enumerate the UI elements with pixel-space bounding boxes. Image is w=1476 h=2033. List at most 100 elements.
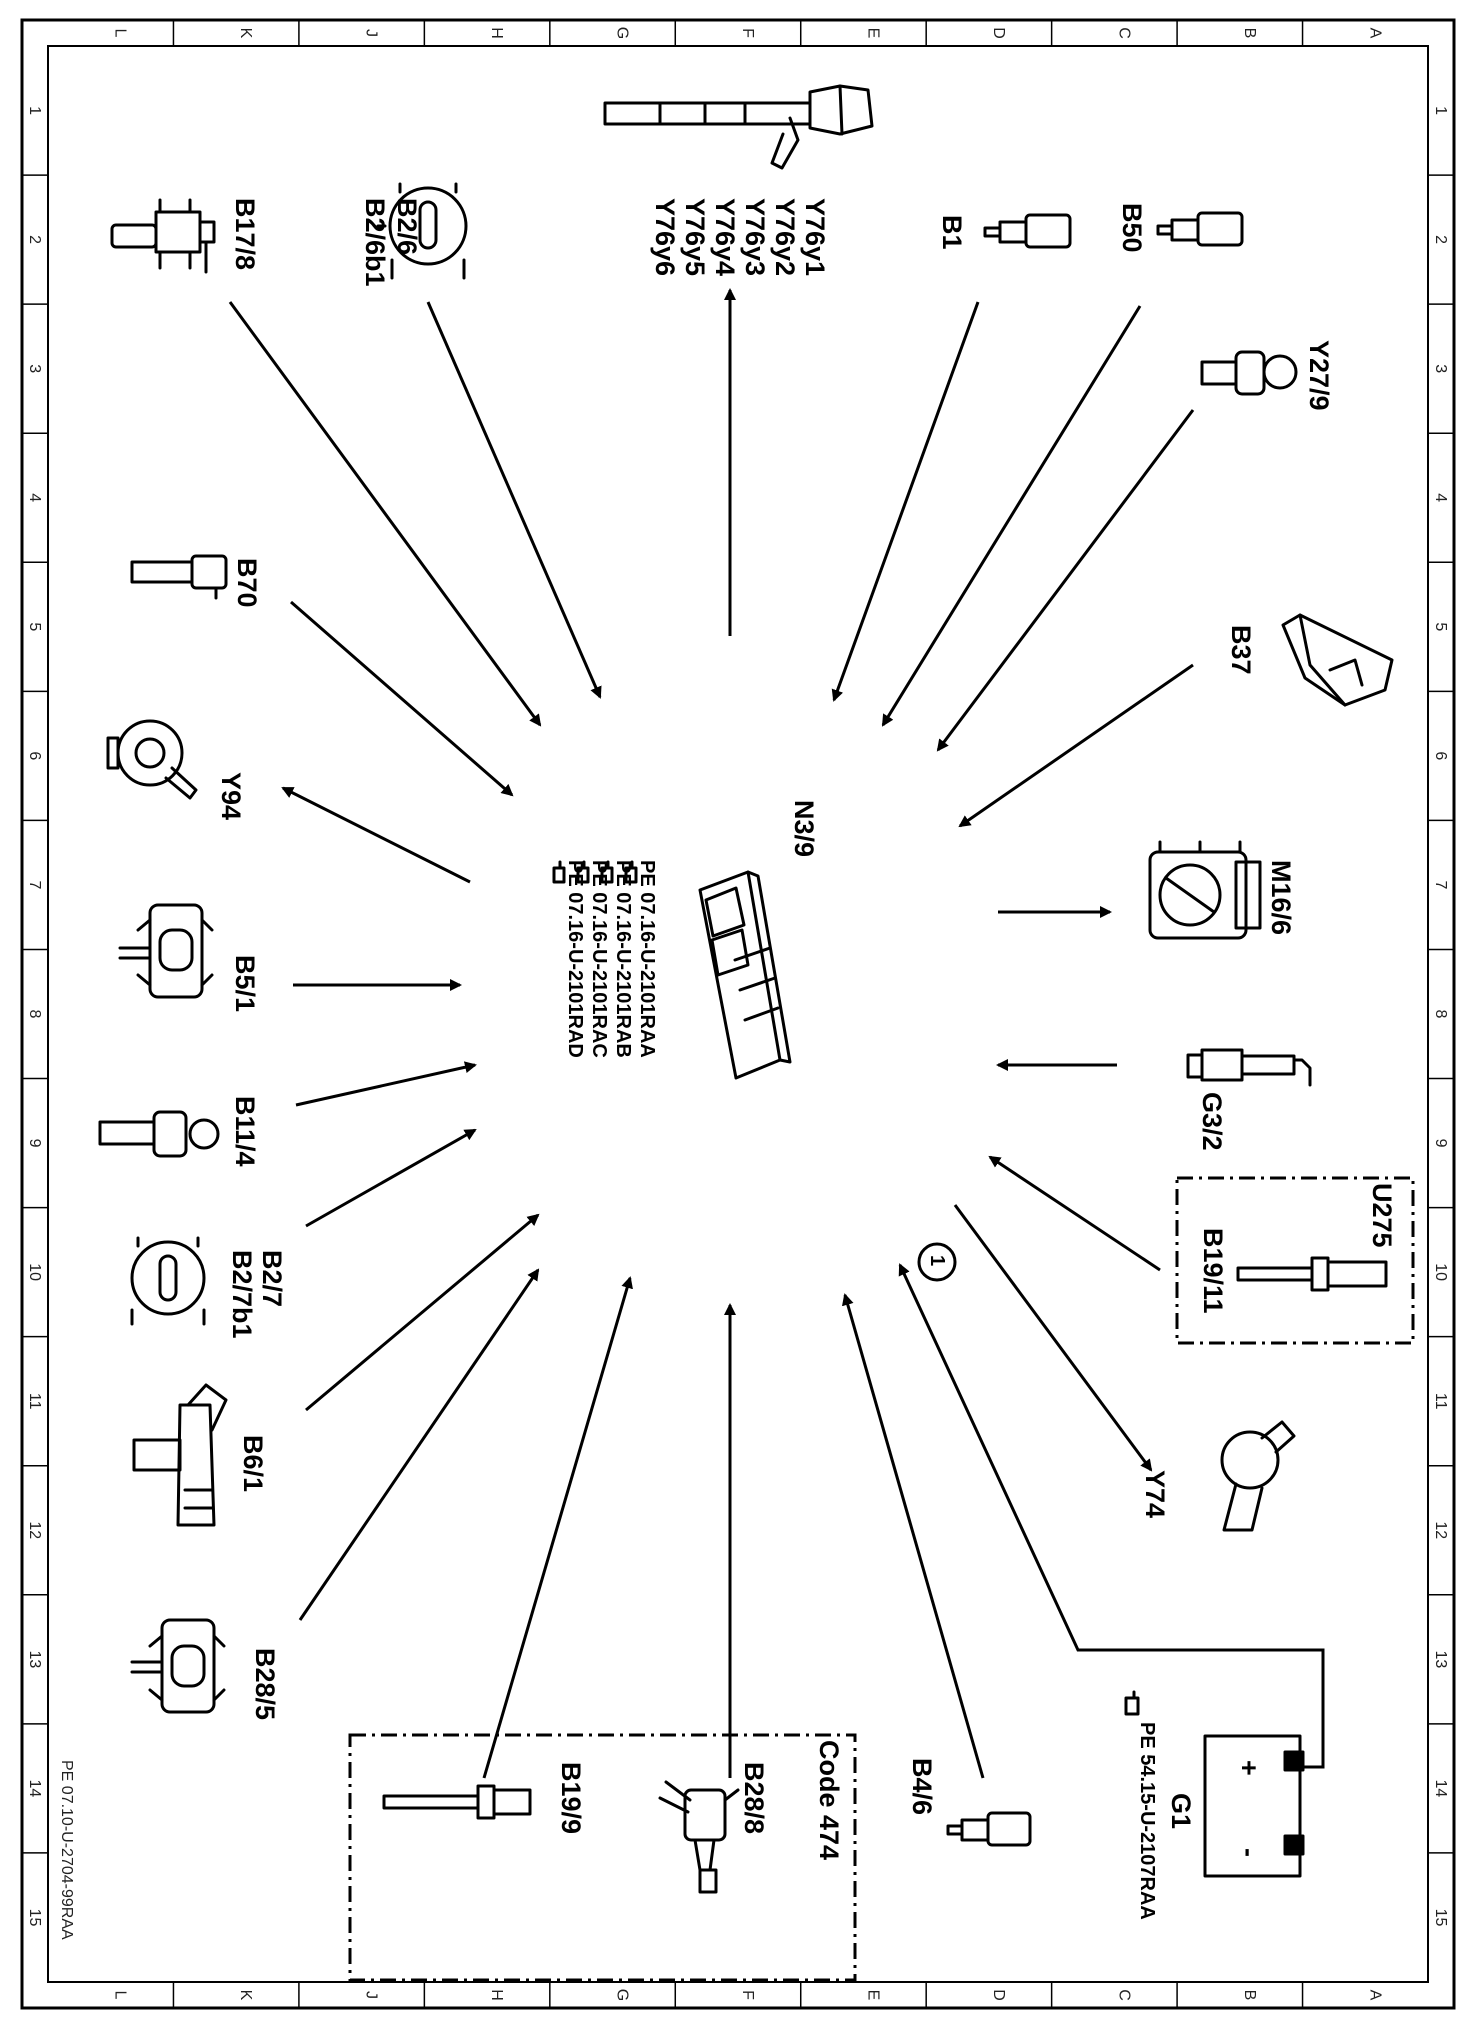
inner-frame (47, 45, 1429, 1983)
y76y1-label: Y76y1 (800, 198, 830, 276)
arrow-b28-5 (298, 1268, 540, 1621)
grid-label: 12 (26, 1521, 43, 1539)
grid-label: K (237, 28, 254, 39)
grid-label: 6 (1432, 751, 1449, 760)
grid-label: G (614, 1989, 631, 2001)
grid-label: G (614, 27, 631, 39)
b37-accelerator-pedal-sensor-icon (1281, 613, 1394, 707)
b2-6-label: B2/6 (392, 198, 422, 255)
y94-quantity-control-valve-icon (106, 719, 198, 800)
arrow-g1-battery (898, 1263, 1325, 1769)
grid-label: 5 (26, 622, 43, 631)
b2-7-label: B2/7 (257, 1250, 287, 1307)
b4-6-label: B4/6 (907, 1758, 937, 1815)
y74-label: Y74 (1140, 1470, 1170, 1518)
y76y5-label: Y76y5 (680, 198, 710, 276)
y76y2-label: Y76y2 (770, 198, 800, 276)
b5-1-label: B5/1 (230, 955, 260, 1012)
b11-4-label: B11/4 (230, 1096, 260, 1167)
grid-label: 11 (1432, 1393, 1449, 1410)
grid-label: F (739, 28, 756, 38)
arrow-y27-9 (936, 409, 1195, 752)
b28-5-label: B28/5 (250, 1648, 280, 1720)
b1-temperature-sensor-icon (983, 213, 1072, 249)
grid-label: L (112, 29, 129, 38)
grid-label: 1 (1432, 106, 1449, 115)
b50-temperature-sensor-icon (1156, 211, 1244, 247)
arrow-b19-11 (988, 1155, 1161, 1272)
g1-ref-hand-icon (1124, 1690, 1140, 1716)
arrow-b4-6 (841, 1293, 985, 1779)
y76y6-label: Y76y6 (650, 198, 680, 276)
grid-label: 8 (26, 1010, 43, 1019)
grid-label: C (1115, 27, 1132, 39)
grid-label: 12 (1432, 1521, 1449, 1539)
battery-plus-sign: + (1234, 1760, 1264, 1776)
b6-1-label: B6/1 (238, 1435, 268, 1492)
doc-ref-label: PE 07.10-U-2704-99RAA (58, 1760, 75, 1940)
arrow-b19-9 (482, 1276, 633, 1779)
u275-dashed-box (1175, 1176, 1415, 1345)
m16-6-label: M16/6 (1266, 860, 1296, 935)
arrow-y74 (953, 1204, 1153, 1472)
b2-7b1-label: B2/7b1 (227, 1250, 257, 1339)
g1-ref-label: PE 54.15-U-2107RAA (1136, 1722, 1158, 1920)
b28-8-label: B28/8 (739, 1762, 769, 1834)
m16-6-throttle-actuator-icon (1148, 840, 1262, 940)
grid-label: 5 (1432, 622, 1449, 631)
g3-2-label: G3/2 (1197, 1092, 1227, 1151)
y27-9-label: Y27/9 (1304, 340, 1334, 411)
b19-11-temperature-sensor-icon (1236, 1256, 1388, 1292)
grid-label: 10 (26, 1263, 43, 1281)
grid-label: 15 (26, 1909, 43, 1927)
grid-label: 2 (1432, 235, 1449, 244)
grid-label: A (1366, 28, 1383, 39)
signal-arrows (228, 288, 1325, 1779)
grid-label: 1 (26, 106, 43, 115)
ecu-ref-hand-icons (552, 860, 638, 884)
b50-label: B50 (1117, 203, 1147, 253)
grid-label: 14 (1432, 1780, 1449, 1798)
grid-label: D (990, 1989, 1007, 2001)
b2-6b1-label: B2/6b1 (360, 198, 390, 287)
y76-injector-icon (603, 84, 874, 170)
y27-9-valve-icon (1200, 350, 1298, 396)
b4-6-pressure-sensor-icon (946, 1811, 1032, 1847)
grid-label: J (363, 29, 380, 37)
grid-label: 14 (26, 1780, 43, 1798)
grid-label: 2 (26, 235, 43, 244)
grid-label: E (864, 1990, 881, 2001)
arrow-y94 (281, 786, 471, 884)
y76y3-label: Y76y3 (740, 198, 770, 276)
g1-battery-icon (1203, 1734, 1305, 1878)
battery-minus-sign: - (1234, 1848, 1264, 1857)
b1-label: B1 (937, 215, 967, 250)
grid-label: E (864, 28, 881, 39)
grid-label: D (990, 27, 1007, 39)
grid-label: F (739, 1990, 756, 2000)
ecu-ref-3: PE 07.16-U-2101RAC (588, 860, 610, 1058)
grid-label: J (363, 1991, 380, 1999)
grid-label: 3 (26, 364, 43, 373)
y94-label: Y94 (216, 772, 246, 820)
y76y4-label: Y76y4 (710, 198, 740, 276)
grid-label: 4 (1432, 493, 1449, 502)
u275-label: U275 (1367, 1183, 1397, 1248)
g3-2-oxygen-sensor-icon (1186, 1048, 1312, 1087)
grid-label: A (1366, 1990, 1383, 2001)
b19-9-temperature-sensor-icon (382, 1784, 532, 1820)
arrow-b2-7 (305, 1128, 477, 1228)
grid-label: 7 (1432, 880, 1449, 889)
code-474-dashed-box (348, 1733, 857, 1982)
grid-label: 6 (26, 751, 43, 760)
grid-label: 11 (26, 1393, 43, 1410)
b11-4-coolant-sensor-icon (98, 1110, 220, 1158)
b28-8-pressure-sensor-icon (658, 1780, 740, 1894)
grid-label: 9 (1432, 1139, 1449, 1148)
arrow-b37 (958, 663, 1194, 828)
grid-label: 8 (1432, 1010, 1449, 1019)
arrow-b70 (290, 600, 514, 797)
